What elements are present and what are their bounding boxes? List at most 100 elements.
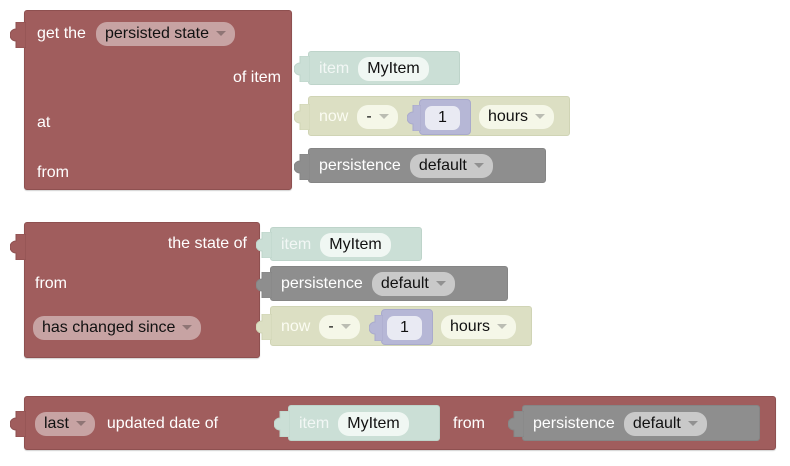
chevron-down-icon [497, 324, 508, 329]
block-state-changed-since[interactable]: the state of from has changed since [10, 222, 260, 358]
unit-row: hours [479, 100, 555, 134]
item-row: item MyItem [281, 228, 391, 262]
output-connector-icon [369, 315, 385, 341]
chevron-down-icon [340, 324, 351, 329]
chevron-down-icon [687, 421, 698, 426]
operator-dropdown[interactable]: - [319, 315, 360, 339]
output-connector-icon [294, 56, 310, 82]
item-label: item [281, 236, 312, 253]
chevron-down-icon [535, 114, 546, 119]
block-item-1[interactable]: item MyItem [294, 51, 460, 86]
changed-since-dropdown[interactable]: has changed since [33, 316, 202, 340]
changed-since-value: has changed since [42, 318, 176, 336]
item-name-field[interactable]: MyItem [320, 233, 391, 257]
persisted-state-dropdown[interactable]: persisted state [95, 22, 235, 46]
row-from-3: from [453, 407, 485, 441]
output-connector-icon [294, 104, 310, 130]
chevron-down-icon [473, 163, 484, 168]
block-number-2[interactable]: 1 [369, 309, 433, 345]
output-connector-icon [10, 22, 26, 48]
persistence-label: persistence [319, 157, 401, 174]
persistence-row: persistence default [319, 149, 493, 183]
block-datetime-1[interactable]: now - 1 hours [294, 96, 570, 136]
row-the-state-of: the state of [35, 227, 247, 261]
chevron-down-icon [378, 114, 389, 119]
unit-value: hours [450, 317, 491, 335]
output-connector-icon [256, 314, 272, 340]
datetime-row: now - [319, 100, 398, 134]
row-last-updated: last updated date of [35, 407, 218, 441]
block-datetime-2[interactable]: now - 1 hours [256, 306, 532, 346]
from-3-label: from [453, 415, 485, 432]
last-dropdown[interactable]: last [35, 412, 95, 436]
output-connector-icon [407, 105, 423, 131]
output-connector-icon [256, 232, 272, 258]
number-row: 1 [387, 311, 422, 345]
persistence-value: default [632, 414, 681, 432]
persistence-value: default [418, 156, 467, 174]
persistence-dropdown[interactable]: default [371, 272, 455, 296]
row-of-item: of item [37, 61, 281, 95]
updated-date-of-label: updated date of [106, 415, 219, 432]
persistence-value: default [380, 274, 429, 292]
row-at: at [37, 106, 50, 140]
row-get-the-label: get the [37, 25, 86, 42]
row-of-item-label: of item [232, 69, 281, 86]
output-connector-icon [294, 154, 310, 180]
block-persistence-2[interactable]: persistence default [256, 266, 508, 301]
item-label: item [319, 60, 350, 77]
unit-value: hours [488, 107, 529, 125]
block-get-persisted-state[interactable]: get the persisted state of item at from [10, 10, 292, 190]
block-item-2[interactable]: item MyItem [256, 227, 422, 262]
item-name-value: MyItem [367, 59, 420, 77]
chevron-down-icon [75, 421, 86, 426]
item-name-field[interactable]: MyItem [358, 57, 429, 81]
output-connector-icon [10, 234, 26, 260]
item-name-value: MyItem [347, 414, 400, 432]
unit-dropdown[interactable]: hours [479, 105, 555, 129]
chevron-down-icon [182, 325, 193, 330]
chevron-down-icon [435, 281, 446, 286]
amount-value: 1 [438, 108, 447, 126]
item-row: item MyItem [299, 407, 409, 441]
persistence-label: persistence [281, 275, 363, 292]
persistence-dropdown[interactable]: default [409, 154, 493, 178]
block-item-3[interactable]: item MyItem [274, 405, 440, 441]
item-label: item [299, 415, 330, 432]
row-from: from [37, 156, 69, 190]
row-from-label: from [37, 164, 69, 181]
amount-input[interactable]: 1 [387, 316, 422, 340]
row-get-the: get the persisted state [37, 17, 235, 51]
persistence-row: persistence default [533, 407, 707, 441]
operator-value: - [328, 317, 334, 335]
now-label: now [319, 108, 349, 125]
persistence-row: persistence default [281, 267, 455, 301]
row-from-2-label: from [35, 275, 67, 292]
row-from-2: from [35, 267, 67, 301]
unit-dropdown[interactable]: hours [441, 315, 517, 339]
persistence-dropdown[interactable]: default [623, 412, 707, 436]
row-has-changed-since: has changed since [33, 311, 202, 345]
amount-value: 1 [400, 318, 409, 336]
number-row: 1 [425, 101, 460, 135]
operator-dropdown[interactable]: - [357, 105, 398, 129]
persisted-state-dropdown-value: persisted state [104, 24, 209, 42]
output-connector-icon [508, 411, 524, 437]
item-name-field[interactable]: MyItem [338, 412, 409, 436]
item-name-value: MyItem [329, 235, 382, 253]
operator-value: - [366, 107, 372, 125]
datetime-row: now - [281, 310, 360, 344]
block-number-1[interactable]: 1 [407, 99, 471, 135]
now-label: now [281, 318, 311, 335]
row-the-state-of-label: the state of [167, 235, 247, 252]
chevron-down-icon [216, 31, 226, 36]
output-connector-icon [274, 411, 290, 437]
block-persistence-1[interactable]: persistence default [294, 148, 546, 183]
item-row: item MyItem [319, 52, 429, 86]
amount-input[interactable]: 1 [425, 106, 460, 130]
last-dropdown-value: last [44, 414, 69, 432]
output-connector-icon [256, 272, 272, 298]
block-persistence-3[interactable]: persistence default [508, 405, 760, 441]
persistence-label: persistence [533, 415, 615, 432]
